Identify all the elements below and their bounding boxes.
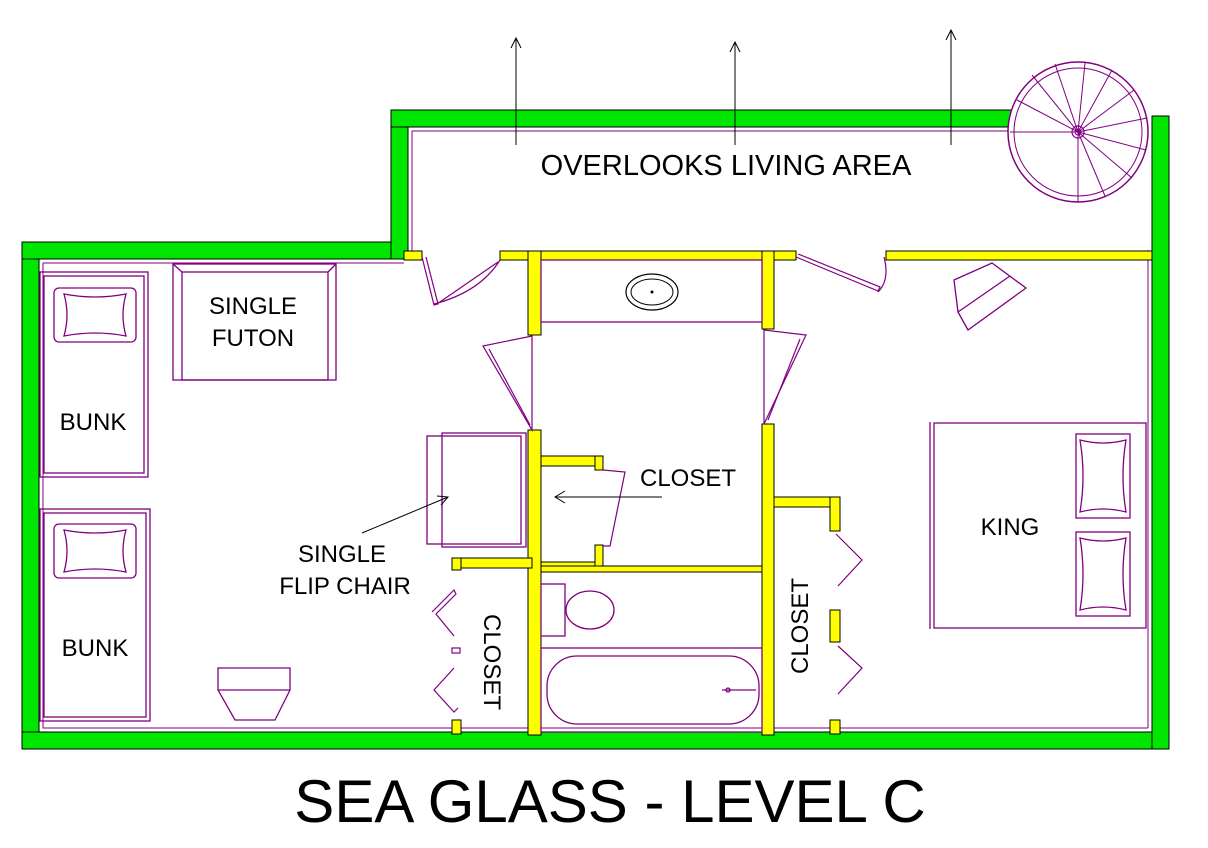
plan-title: SEA GLASS - LEVEL C [294,768,925,835]
closet-label-arrow [554,490,662,504]
bunk-bottom [39,508,151,722]
bunk-top-label: BUNK [60,409,127,436]
closet-right-label: CLOSET [787,578,814,674]
bunk-bottom-label: BUNK [62,635,129,662]
tv-stand-left [217,667,291,721]
king-bed [929,422,1147,629]
sink-icon [540,259,763,323]
single-futon [172,263,337,381]
bunk-top [39,271,149,478]
futon-label-line2: FUTON [212,325,294,352]
doors [421,253,887,713]
toilet-icon [540,583,615,637]
chair-label-line2: FLIP CHAIR [279,573,411,600]
futon-label-line1: SINGLE [209,293,297,320]
chair-label-arrow [361,495,450,534]
interior-walls [403,250,1153,736]
overlook-label: OVERLOOKS LIVING AREA [541,150,912,182]
wall-inner-lines [42,130,1149,729]
closet-left-label: CLOSET [478,614,505,710]
chair-label-line1: SINGLE [298,541,386,568]
closet-center-label: CLOSET [640,465,736,492]
single-flip-chair [426,432,527,548]
overlook-arrows [510,28,957,145]
bathtub-icon [540,647,763,733]
tv-stand-right [953,262,1028,331]
exterior-walls [21,109,1170,750]
king-label: KING [981,514,1040,541]
spiral-staircase-icon [1007,61,1149,203]
